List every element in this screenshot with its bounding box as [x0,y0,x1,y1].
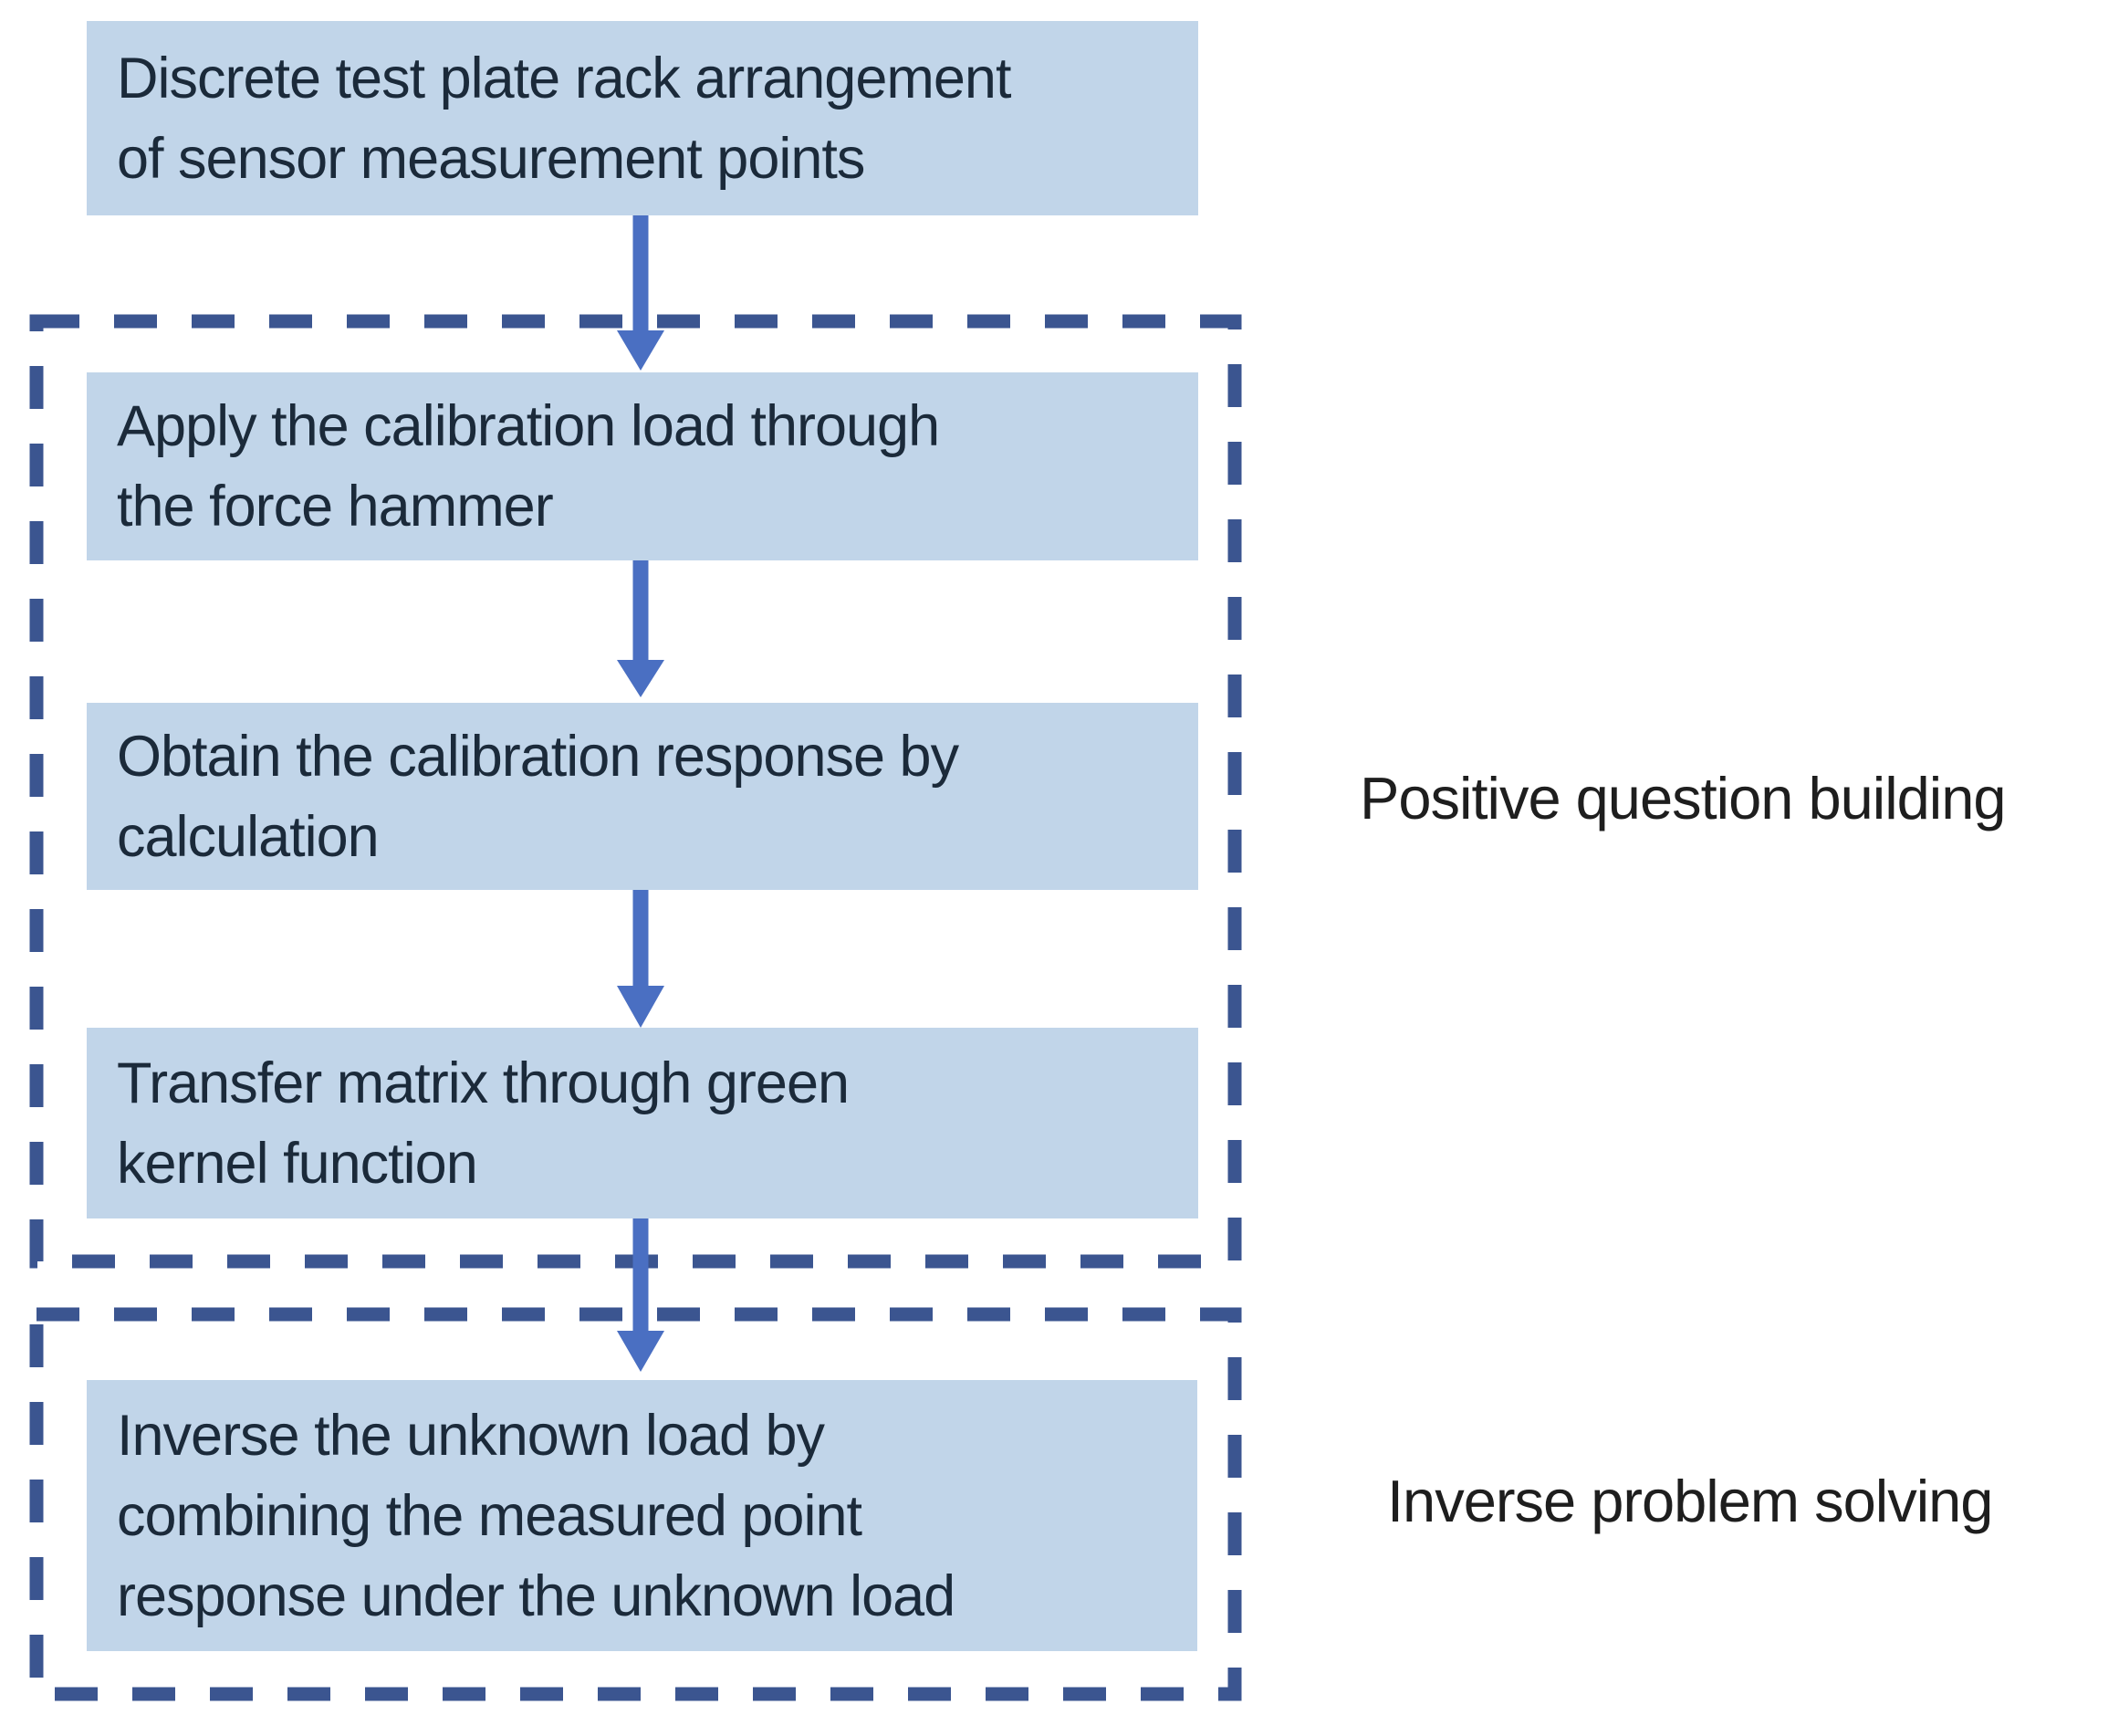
inverse-problem-group-border [29,1307,1242,1701]
arrow-head [617,660,664,697]
flow-arrow-4 [617,1218,664,1372]
step-text-line: Inverse the unknown load by [117,1403,825,1468]
step-box-obtain-calibration-response: Obtain the calibration response by calcu… [87,703,1198,890]
arrow-shaft [632,560,649,662]
group-label-inverse-problem-solving: Inverse problem solving [1387,1468,1993,1534]
step-text-line: calculation [117,804,380,869]
flow-arrow-2 [617,560,664,697]
flow-arrow-3 [617,890,664,1028]
step-text-line: of sensor measurement points [117,126,865,191]
step-box-inverse-unknown-load: Inverse the unknown load by combining th… [87,1380,1197,1651]
group-label-positive-question-building: Positive question building [1360,765,2007,831]
arrow-head [617,330,664,371]
step-text-line: Obtain the calibration response by [117,724,959,789]
step-box-sensor-arrangement: Discrete test plate rack arrangement of … [87,21,1198,215]
arrow-shaft [632,215,649,332]
arrow-head [617,986,664,1028]
step-text-line: combining the measured point [117,1483,862,1548]
step-text-line: kernel function [117,1131,478,1196]
step-text-line: response under the unknown load [117,1563,955,1628]
step-text-line: Transfer matrix through green [117,1051,850,1115]
flow-arrow-1 [617,215,664,371]
step-text-line: Discrete test plate rack arrangement [117,46,1011,110]
step-text-line: the force hammer [117,475,554,539]
step-box-apply-calibration-load: Apply the calibration load through the f… [87,372,1198,560]
step-box-transfer-matrix: Transfer matrix through green kernel fun… [87,1028,1198,1218]
arrow-shaft [632,1218,649,1333]
step-text-line: Apply the calibration load through [117,394,940,458]
arrow-head [617,1331,664,1372]
arrow-shaft [632,890,649,988]
